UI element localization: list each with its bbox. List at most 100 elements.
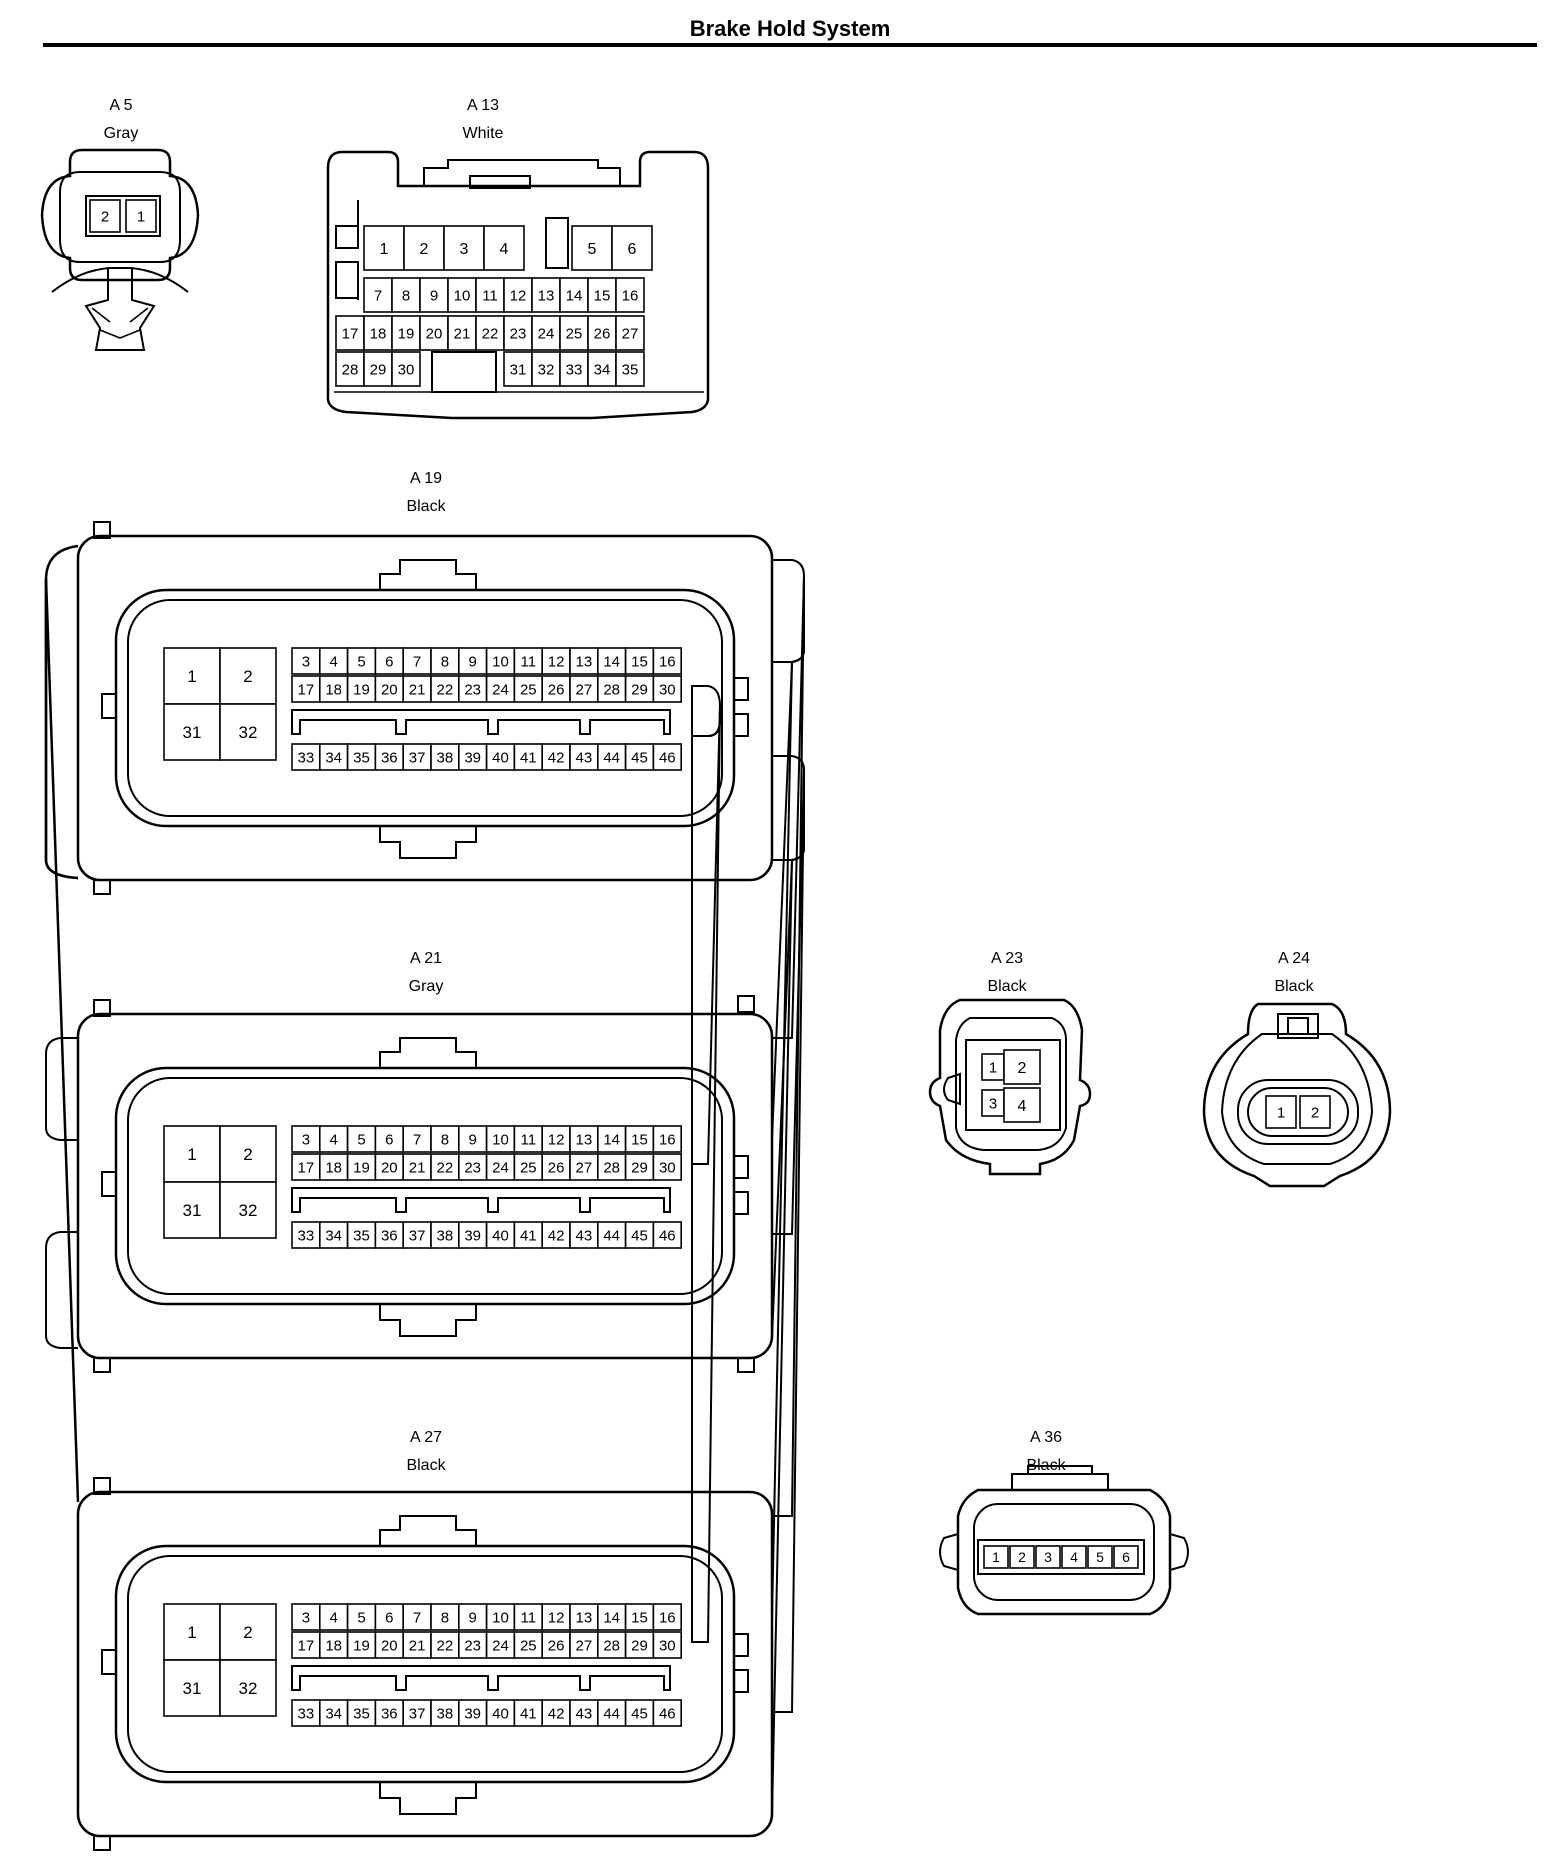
pin-number: 3 [302, 653, 310, 670]
pin-cell: 27 [615, 315, 645, 351]
pin-cell: 9 [419, 277, 449, 313]
pin-cell: 14 [596, 1603, 627, 1631]
ecu-right-tab-top [772, 559, 805, 663]
pin-cell: 3 [291, 647, 321, 675]
ecu-keying-rail [291, 1665, 671, 1691]
pin-cell: 8 [430, 1125, 460, 1153]
pin-cell: 36 [374, 743, 404, 771]
pin-cell: 11 [513, 647, 544, 675]
pin-cell: 19 [346, 675, 377, 703]
pin-number: 28 [342, 361, 359, 378]
pin-number: 19 [353, 681, 370, 698]
connector-a27-color: Black [406, 1457, 446, 1474]
ecu-right-bump-1 [733, 1155, 749, 1179]
pin-number: 6 [628, 241, 637, 258]
pin-cell: 29 [624, 675, 655, 703]
a36-inner [973, 1503, 1155, 1601]
pin-box [624, 675, 655, 703]
pin-cell: 39 [457, 1699, 488, 1727]
pin-number: 20 [426, 325, 443, 342]
pin-number: 1 [989, 1059, 997, 1076]
pin-cell: 10 [485, 1603, 516, 1631]
pin-number: 8 [402, 287, 410, 304]
pin-cell: 35 [346, 743, 377, 771]
pin-box [615, 315, 645, 351]
a21-left-tab-top [45, 1037, 78, 1141]
pin-number: 9 [469, 653, 477, 670]
pin-cell: 14 [559, 277, 589, 313]
pin-number: 1 [380, 241, 389, 258]
pin-number: 6 [1122, 1549, 1130, 1565]
pin-number: 28 [603, 1637, 620, 1654]
pin-number: 2 [243, 667, 252, 686]
pin-cell: 14 [596, 1125, 627, 1153]
pin-box [624, 647, 655, 675]
pin-box [596, 1603, 627, 1631]
pin-cell: 36 [374, 1699, 404, 1727]
pin-cell: 23 [457, 1631, 488, 1659]
pin-cell: 45 [624, 743, 655, 771]
pin-cell: 12 [541, 1603, 571, 1631]
a24-lock-window [1277, 1013, 1319, 1039]
ecu-right-bump-2 [733, 1191, 749, 1215]
pin-cell: 25 [559, 315, 589, 351]
pin-box [457, 1699, 488, 1727]
pin-box [569, 1221, 599, 1249]
pin-cell: 22 [430, 1631, 460, 1659]
pin-box [163, 1659, 221, 1717]
pin-cell: 15 [624, 1603, 655, 1631]
a36-side-ears [939, 1533, 1189, 1571]
ecu-inner-frame-2 [127, 599, 723, 817]
pin-number: 3 [989, 1095, 997, 1112]
pin-number: 2 [243, 1623, 252, 1642]
pin-number: 6 [385, 653, 393, 670]
pin-cell: 1 [363, 225, 405, 271]
pin-cell: 2 [1299, 1095, 1331, 1129]
pin-number: 37 [409, 1227, 426, 1244]
pin-number: 1 [187, 1145, 196, 1164]
pin-box [596, 743, 627, 771]
pin-box [513, 1125, 544, 1153]
pin-number: 32 [239, 1201, 258, 1220]
pin-box [1087, 1545, 1113, 1569]
pin-number: 11 [521, 1609, 537, 1626]
pin-cell: 4 [318, 1125, 349, 1153]
pin-cell: 1 [981, 1053, 1005, 1081]
a21-peg-bottom [737, 1357, 755, 1373]
pin-box [485, 675, 516, 703]
pin-number: 3 [302, 1609, 310, 1626]
pin-number: 31 [510, 361, 527, 378]
pin-box [485, 1125, 516, 1153]
a24-inner [1220, 1033, 1374, 1165]
ecu-polarity-key [691, 685, 721, 737]
pin-box [219, 1125, 277, 1183]
pin-box [569, 1153, 599, 1181]
pin-cell: 28 [596, 1153, 627, 1181]
a13-lock-tab [423, 159, 621, 186]
pin-number: 41 [520, 1227, 537, 1244]
pin-cell: 45 [624, 1699, 655, 1727]
ecu-bottom-latch [379, 826, 477, 859]
pin-number: 8 [441, 1131, 449, 1148]
pin-cell: 26 [541, 1631, 571, 1659]
a13-side-keys [336, 200, 359, 300]
connector-a27-id: A 27 [409, 1429, 443, 1446]
pin-box [624, 743, 655, 771]
pin-number: 40 [492, 749, 509, 766]
ecu-right-bump-1 [733, 677, 749, 701]
pin-number: 46 [659, 1705, 676, 1722]
pin-box [983, 1545, 1009, 1569]
pin-box [1113, 1545, 1139, 1569]
pin-number: 4 [330, 1131, 338, 1148]
pin-cell: 28 [596, 1631, 627, 1659]
pin-number: 5 [357, 1131, 365, 1148]
pin-box [430, 1603, 460, 1631]
pin-cell: 4 [483, 225, 525, 271]
pin-box [587, 351, 617, 387]
ecu-keying-rail [291, 709, 671, 735]
pin-number: 5 [357, 1609, 365, 1626]
ecu-peg-top [93, 999, 111, 1017]
pin-cell: 17 [291, 1631, 321, 1659]
pin-cell: 7 [402, 1603, 432, 1631]
ecu-peg-bottom [93, 1835, 111, 1851]
